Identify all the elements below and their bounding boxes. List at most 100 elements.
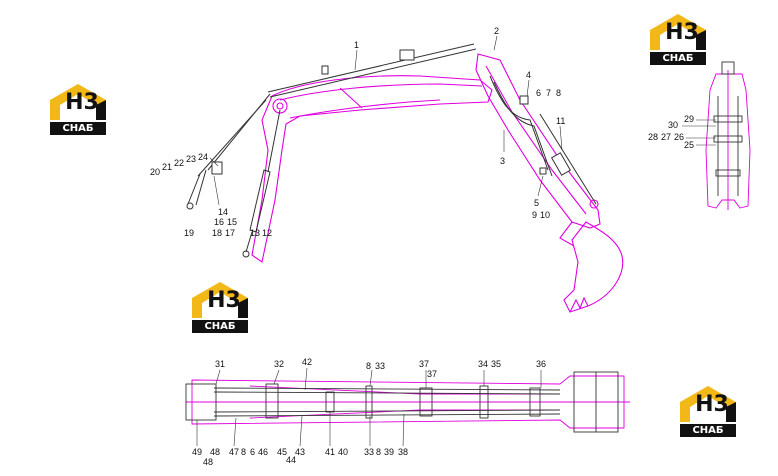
boom-foot-pin xyxy=(272,98,288,114)
callout-20: 20 xyxy=(150,167,160,177)
logo-letters: H3 xyxy=(65,90,99,115)
callout-6-bottom: 6 xyxy=(250,447,255,457)
callout-38: 38 xyxy=(398,447,408,457)
callout-43: 43 xyxy=(295,447,305,457)
callout-27: 27 xyxy=(661,132,671,142)
callout-12: 12 xyxy=(262,228,272,238)
callout-17: 17 xyxy=(225,228,235,238)
logo-caption: СНАБ xyxy=(650,52,706,65)
top-clamp-3 xyxy=(365,385,373,419)
callout-30: 30 xyxy=(668,120,678,130)
callout-1: 1 xyxy=(354,40,359,50)
boom-cylinder-hose-lower xyxy=(269,48,477,98)
leader-32 xyxy=(273,369,280,385)
logo-left: H3 СНАБ xyxy=(46,82,112,138)
callout-11: 11 xyxy=(556,116,565,126)
callout-8-bottom-b: 8 xyxy=(376,447,381,457)
callout-25: 25 xyxy=(684,140,694,150)
callout-28: 28 xyxy=(648,132,658,142)
detail-clamp-3 xyxy=(715,169,741,177)
detail-clamp-1 xyxy=(713,115,743,123)
callout-42: 42 xyxy=(302,357,312,367)
callout-18: 18 xyxy=(212,228,222,238)
callout-24: 24 xyxy=(198,152,208,162)
callout-8-top: 8 xyxy=(366,361,371,371)
arm-hose-run-2 xyxy=(493,81,553,177)
callout-22: 22 xyxy=(174,158,184,168)
callout-23: 23 xyxy=(186,154,196,164)
detail-view-vertical xyxy=(682,61,751,210)
callout-26: 26 xyxy=(674,132,684,142)
bucket-teeth xyxy=(569,296,589,313)
leader-47 xyxy=(233,417,237,447)
detail-top-block xyxy=(721,61,735,75)
callout-45: 45 xyxy=(277,447,287,457)
callout-47: 47 xyxy=(229,447,239,457)
logo-caption: СНАБ xyxy=(192,320,248,333)
leader-31 xyxy=(215,369,221,385)
top-clamp-6 xyxy=(529,387,541,417)
callout-32: 32 xyxy=(274,359,284,369)
callout-9: 9 xyxy=(532,210,537,220)
top-view-foot xyxy=(185,383,217,421)
callout-numbers: 1 2 3 4 5 6 7 8 9 10 11 12 13 14 15 16 1… xyxy=(150,26,694,467)
logo-house-icon xyxy=(50,84,106,120)
callout-8-bottom-a: 8 xyxy=(241,447,246,457)
callout-46: 46 xyxy=(258,447,268,457)
leader-5 xyxy=(537,175,544,197)
callout-15: 15 xyxy=(227,217,237,227)
callout-37-a: 37 xyxy=(419,359,429,369)
callout-21: 21 xyxy=(162,162,172,172)
leader-4 xyxy=(526,79,530,97)
callout-5: 5 xyxy=(534,198,539,208)
boom-side-view xyxy=(251,75,493,263)
top-hose-4 xyxy=(213,413,561,417)
callout-7: 7 xyxy=(546,88,551,98)
callout-44: 44 xyxy=(286,455,296,465)
callout-48-b: 48 xyxy=(203,457,213,467)
logo-caption: СНАБ xyxy=(680,424,736,437)
side-view-leaders xyxy=(209,35,563,206)
detail-outline xyxy=(705,73,751,209)
logo-centre: H3 СНАБ xyxy=(188,280,254,336)
boom-body-outline xyxy=(251,75,493,263)
top-view-leaders xyxy=(196,367,542,447)
logo-letters: H3 xyxy=(695,392,729,417)
callout-14: 14 xyxy=(218,207,228,217)
logo-letters: H3 xyxy=(665,20,699,45)
arm-clamp-1 xyxy=(519,95,529,105)
leader-1 xyxy=(354,49,358,71)
callout-40: 40 xyxy=(338,447,348,457)
hose-clamp-1 xyxy=(321,65,329,75)
callout-35: 35 xyxy=(491,359,501,369)
boom-cross-brace xyxy=(339,87,363,109)
hose-to-attachment-lower xyxy=(197,99,267,177)
callout-6: 6 xyxy=(536,88,541,98)
callout-39: 39 xyxy=(384,447,394,457)
arm-inner-line xyxy=(485,65,587,215)
logo-top-right: H3 СНАБ xyxy=(646,12,712,68)
arm-cylinder-rod xyxy=(539,113,597,205)
logo-house-icon xyxy=(680,386,736,422)
top-hose-1 xyxy=(213,387,561,391)
logo-bottom-right: H3 СНАБ xyxy=(676,384,742,440)
top-clamp-1 xyxy=(265,383,279,419)
callout-36: 36 xyxy=(536,359,546,369)
leader-33 xyxy=(369,369,373,387)
callout-48-a: 48 xyxy=(210,447,220,457)
hose-clamp-2 xyxy=(399,49,415,61)
callout-19: 19 xyxy=(184,228,194,238)
boom-foot-pin-inner xyxy=(276,102,284,110)
callout-29: 29 xyxy=(684,114,694,124)
boom-cylinder-hose-upper xyxy=(267,43,475,93)
leader-38 xyxy=(402,413,405,447)
callout-13: 13 xyxy=(250,228,260,238)
callout-8: 8 xyxy=(556,88,561,98)
callout-10: 10 xyxy=(540,210,550,220)
arm-cylinder xyxy=(550,152,572,176)
top-view xyxy=(185,371,630,433)
arm-clamp-2 xyxy=(539,167,547,175)
top-hose-2 xyxy=(213,391,561,395)
